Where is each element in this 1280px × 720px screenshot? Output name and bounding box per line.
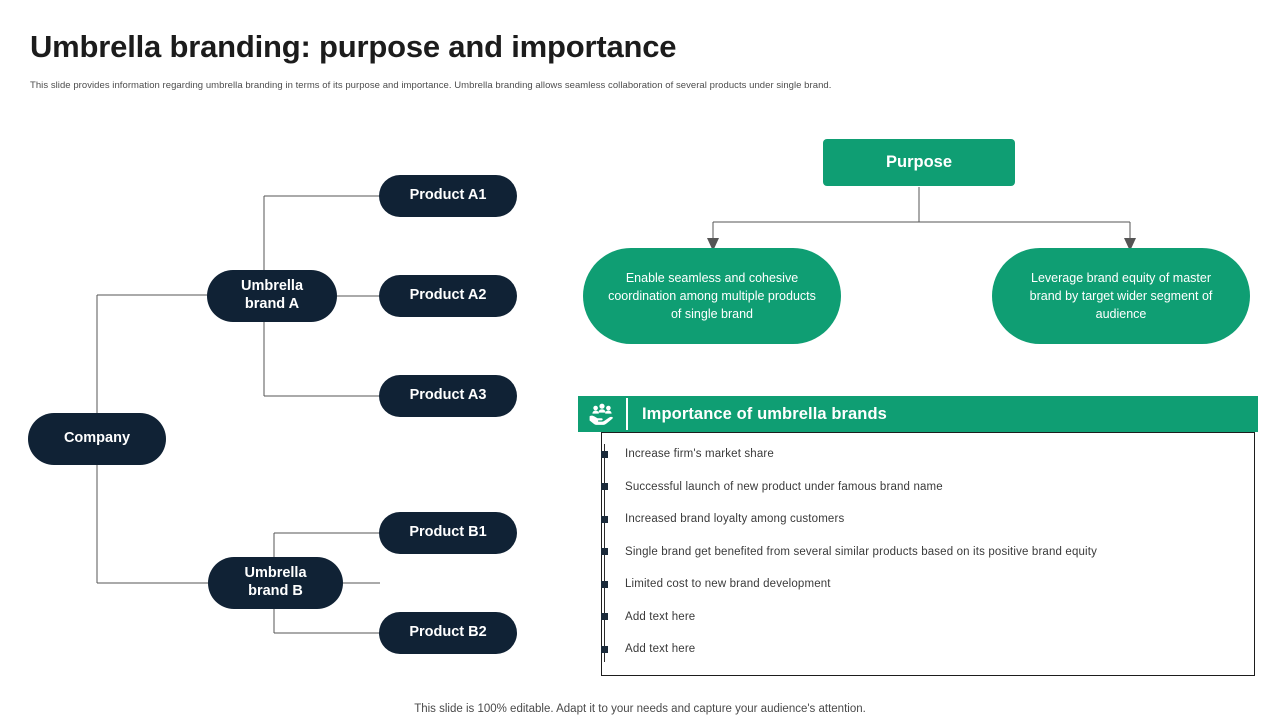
page-title: Umbrella branding: purpose and importanc…: [30, 29, 677, 64]
importance-header-bar: Importance of umbrella brands: [578, 396, 1258, 432]
bullet-icon: [601, 645, 608, 653]
list-item-label: Increased brand loyalty among customers: [625, 513, 845, 526]
list-item-label: Add text here: [625, 643, 696, 656]
bullet-icon: [601, 483, 608, 491]
list-item[interactable]: Successful launch of new product under f…: [601, 471, 1255, 504]
tree-node-label: Product A3: [409, 387, 487, 404]
tree-node-label-line2: brand B: [248, 583, 303, 599]
list-item-label: Successful launch of new product under f…: [625, 480, 943, 493]
page-subtitle: This slide provides information regardin…: [30, 80, 832, 91]
importance-list: Increase firm's market share Successful …: [601, 438, 1255, 666]
arrow-head-right: [1124, 238, 1136, 251]
purpose-heading-box[interactable]: Purpose: [823, 139, 1015, 186]
purpose-item-text: Leverage brand equity of master brand by…: [1029, 270, 1213, 322]
tree-node-product-b2[interactable]: Product B2: [379, 612, 517, 654]
tree-node-label: Product B2: [409, 624, 487, 641]
tree-node-product-a1[interactable]: Product A1: [379, 175, 517, 217]
purpose-item-1[interactable]: Enable seamless and cohesive coordinatio…: [583, 248, 841, 344]
slide-footer-note: This slide is 100% editable. Adapt it to…: [414, 703, 866, 715]
importance-body-box: [601, 432, 1255, 676]
tree-node-product-a3[interactable]: Product A3: [379, 375, 517, 417]
purpose-heading-label: Purpose: [885, 153, 953, 171]
tree-node-company[interactable]: Company: [28, 413, 166, 465]
list-item-label: Limited cost to new brand development: [625, 578, 831, 591]
purpose-item-2[interactable]: Leverage brand equity of master brand by…: [992, 248, 1250, 344]
list-item[interactable]: Add text here: [601, 633, 1255, 666]
bullet-icon: [601, 548, 608, 556]
purpose-item-text: Enable seamless and cohesive coordinatio…: [608, 270, 816, 322]
arrow-head-left: [707, 238, 719, 251]
list-item[interactable]: Increase firm's market share: [601, 438, 1255, 471]
tree-node-label: Product B1: [409, 524, 487, 541]
tree-node-label-line1: Umbrella: [244, 565, 307, 582]
bullet-icon: [601, 450, 608, 458]
importance-title: Importance of umbrella brands: [642, 404, 887, 423]
tree-node-label-line2: brand A: [244, 296, 300, 312]
list-item[interactable]: Increased brand loyalty among customers: [601, 503, 1255, 536]
list-item[interactable]: Single brand get benefited from several …: [601, 536, 1255, 569]
purpose-connectors: [707, 187, 1136, 251]
list-item[interactable]: Limited cost to new brand development: [601, 568, 1255, 601]
tree-node-label: Company: [63, 430, 131, 447]
list-item-label: Add text here: [625, 610, 696, 623]
bullet-icon: [601, 613, 608, 621]
hands-holding-people-icon: [578, 396, 626, 432]
tree-node-label: Product A2: [409, 287, 487, 304]
tree-node-label: Product A1: [409, 187, 487, 204]
tree-node-product-b1[interactable]: Product B1: [379, 512, 517, 554]
header-divider: [626, 398, 628, 430]
list-item[interactable]: Add text here: [601, 601, 1255, 634]
bullet-icon: [601, 515, 608, 523]
tree-node-label-line1: Umbrella: [240, 278, 304, 295]
list-item-label: Increase firm's market share: [625, 448, 774, 461]
list-item-label: Single brand get benefited from several …: [625, 545, 1097, 558]
bullet-icon: [601, 580, 608, 588]
tree-node-product-a2[interactable]: Product A2: [379, 275, 517, 317]
